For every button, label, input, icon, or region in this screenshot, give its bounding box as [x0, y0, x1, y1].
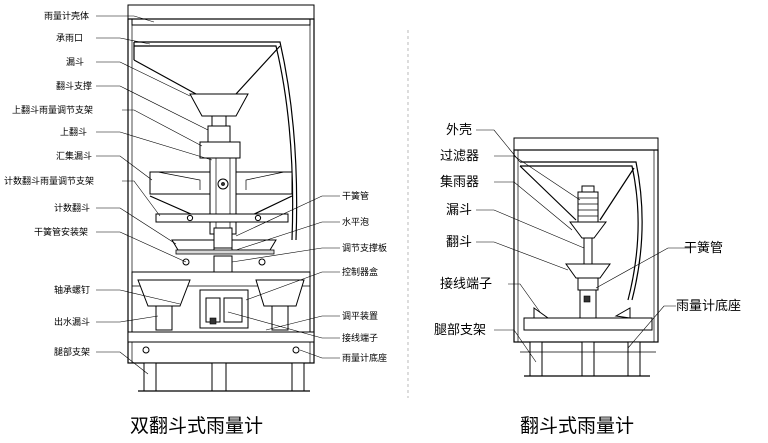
label-upper-bucket: 上翻斗: [60, 127, 87, 138]
label-base-r: 雨量计底座: [676, 298, 741, 314]
label-bearing-screw: 轴承螺钉: [54, 284, 90, 296]
label-collecting-funnel: 汇集漏斗: [56, 150, 92, 162]
label-rain-inlet: 承雨口: [56, 33, 83, 44]
label-bucket-r: 翻斗: [446, 235, 472, 250]
label-legs: 腿部支架: [54, 346, 90, 358]
label-terminal-r: 接线端子: [440, 276, 492, 292]
label-housing: 雨量计壳体: [44, 10, 89, 22]
label-shell: 外壳: [446, 123, 472, 138]
label-outlet-funnel: 出水漏斗: [54, 316, 90, 328]
label-leveling-device: 调平装置: [342, 310, 378, 322]
label-controller-box: 控制器盒: [342, 266, 378, 278]
label-bucket-support: 翻斗支撑: [56, 80, 92, 92]
label-filter: 过滤器: [440, 149, 479, 164]
label-level-bubble: 水平泡: [342, 216, 369, 228]
label-counting-bucket: 计数翻斗: [54, 202, 90, 214]
label-upper-bucket-bracket: 上翻斗雨量调节支架: [12, 104, 93, 116]
label-reed-switch-r: 干簧管: [684, 240, 723, 256]
label-reed-switch: 干簧管: [342, 190, 369, 202]
label-legs-r: 腿部支架: [434, 323, 486, 338]
label-adjust-plate: 调节支撑板: [342, 242, 387, 254]
label-funnel-r: 漏斗: [446, 202, 472, 218]
double-tipping-bucket-drawing: 雨量计壳体 承雨口 漏斗 翻斗支撑 上翻斗雨量调节支架 上翻斗 汇集漏斗 计数翻…: [4, 4, 387, 437]
label-counting-bucket-bracket: 计数翻斗雨量调节支架: [4, 175, 94, 187]
label-reed-switch-mount: 干簧管安装架: [34, 226, 88, 238]
caption-right: 翻斗式雨量计: [520, 415, 634, 437]
caption-left: 双翻斗式雨量计: [130, 415, 263, 437]
label-rain-collector: 集雨器: [440, 174, 479, 190]
label-base: 雨量计底座: [342, 352, 387, 364]
tipping-bucket-drawing: 外壳 过滤器 集雨器 漏斗 翻斗 接线端子 腿部支架 干簧管 雨量计底座 翻斗式…: [434, 123, 741, 437]
label-funnel: 漏斗: [66, 56, 84, 68]
label-terminal: 接线端子: [342, 332, 378, 344]
